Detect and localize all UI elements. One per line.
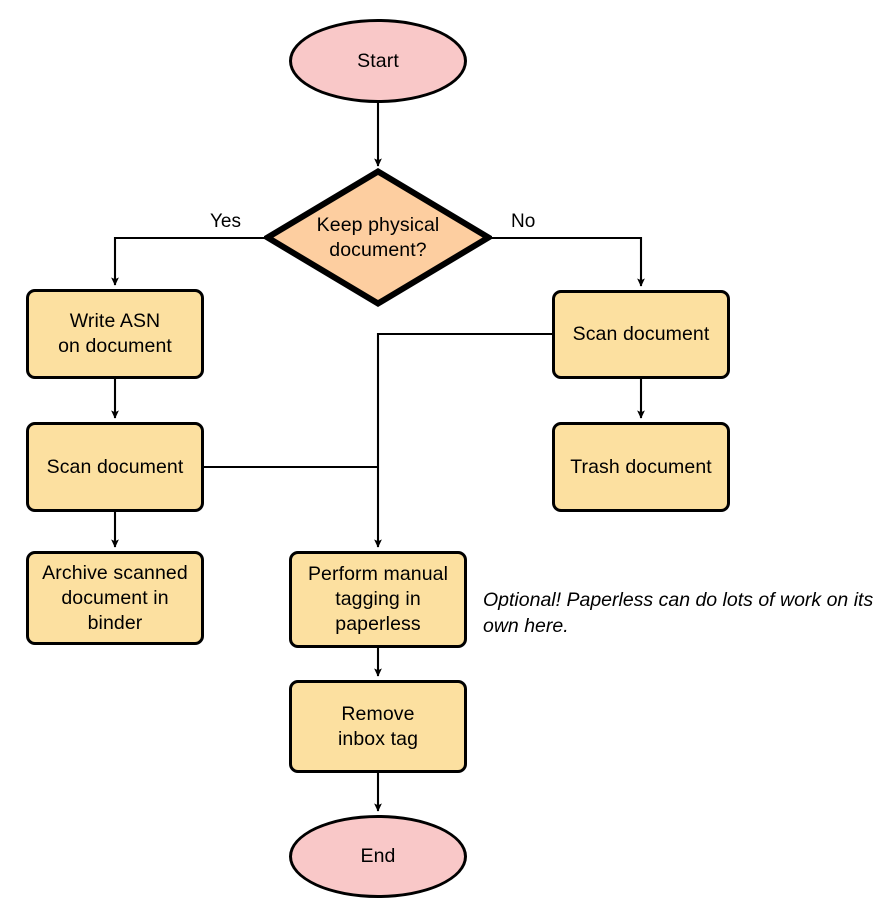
node-end[interactable]: End [289, 815, 467, 898]
annotation-optional-paperless: Optional! Paperless can do lots of work … [483, 589, 874, 637]
node-end-label: End [360, 845, 396, 867]
node-start-label: Start [357, 49, 399, 72]
node-scan-document-left-label: Scan document [46, 455, 184, 478]
edge-decision-to-write-asn [111, 236, 266, 286]
edge-label-yes: Yes [207, 211, 244, 233]
edge-scan-right-to-tagging [374, 332, 552, 548]
node-scan-document-right-label: Scan document [572, 323, 710, 345]
node-remove-inbox-tag[interactable]: Remove inbox tag [289, 680, 467, 773]
node-archive-scanned-document[interactable]: Archive scanned document in binder [26, 551, 204, 645]
node-write-asn-on-document-label: Write ASN on document [58, 310, 172, 357]
diamond-shape [264, 168, 492, 307]
node-scan-document-left[interactable]: Scan document [26, 422, 204, 512]
node-start[interactable]: Start [289, 19, 467, 103]
node-remove-inbox-tag-label: Remove inbox tag [337, 702, 419, 750]
edge-decision-to-scan-right [490, 236, 645, 287]
edge-label-no: No [508, 211, 539, 233]
node-keep-physical-document[interactable]: Keep physical document? [264, 168, 492, 307]
node-keep-physical-document-label: Keep physical document? [316, 213, 440, 261]
node-perform-manual-tagging[interactable]: Perform manual tagging in paperless [289, 551, 467, 648]
node-perform-manual-tagging-label: Perform manual tagging in paperless [307, 563, 449, 635]
node-archive-scanned-document-label: Archive scanned document in binder [42, 561, 188, 634]
node-trash-document[interactable]: Trash document [552, 422, 730, 512]
node-scan-document-right[interactable]: Scan document [552, 290, 730, 379]
node-write-asn-on-document[interactable]: Write ASN on document [26, 289, 204, 379]
node-trash-document-label: Trash document [570, 455, 712, 478]
